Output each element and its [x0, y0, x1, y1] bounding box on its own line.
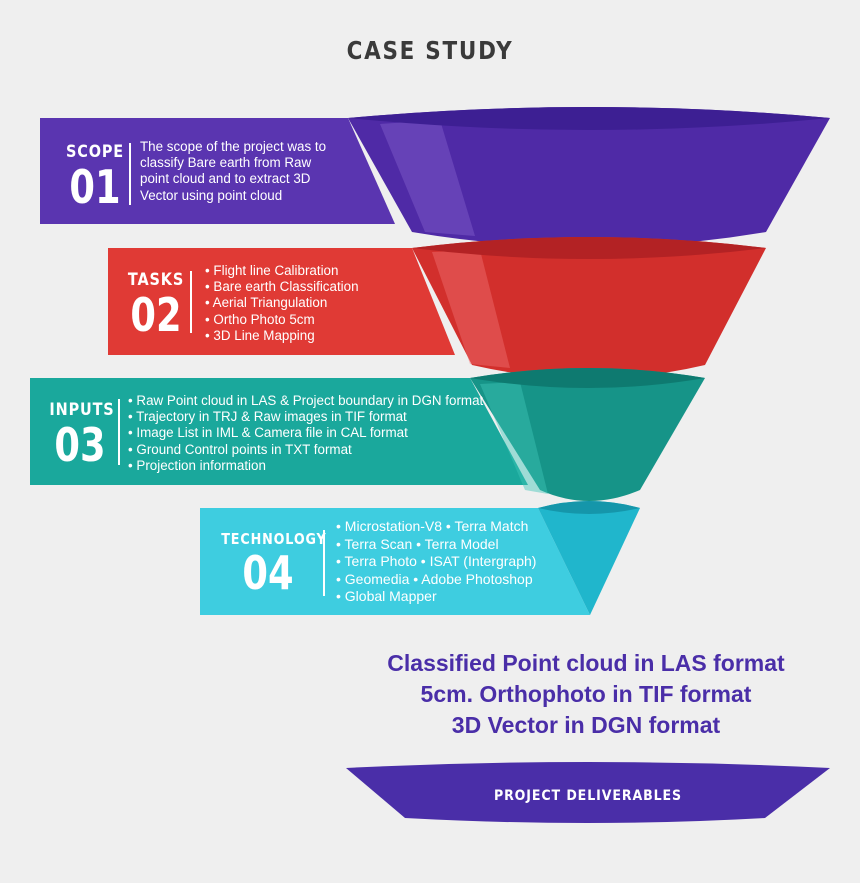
- scope-funnel-segment: [348, 107, 830, 247]
- scope-banner: [40, 118, 395, 224]
- tasks-word: TASKS: [127, 270, 185, 290]
- deliverables-list: Classified Point cloud in LAS format 5cm…: [300, 648, 860, 741]
- tasks-funnel-segment: [412, 237, 766, 379]
- deliverables-base: [346, 762, 830, 823]
- scope-funnel-shade: [380, 120, 475, 236]
- inputs-funnel-rim: [470, 368, 705, 388]
- technology-number: 04: [242, 546, 294, 600]
- deliverable-item: Classified Point cloud in LAS format: [387, 650, 785, 676]
- technology-funnel-segment: [538, 501, 640, 615]
- tasks-divider: [190, 271, 192, 333]
- tasks-text: • Flight line Calibration • Bare earth C…: [205, 263, 359, 343]
- tasks-banner: [108, 248, 455, 355]
- technology-word: TECHNOLOGY: [221, 530, 327, 548]
- scope-divider: [129, 143, 131, 205]
- inputs-number: 03: [54, 418, 106, 472]
- inputs-divider: [118, 399, 120, 465]
- inputs-label: INPUTS 03: [44, 400, 116, 468]
- tasks-funnel-rim: [412, 237, 766, 259]
- deliverables-label: PROJECT DELIVERABLES: [493, 788, 683, 804]
- scope-funnel-rim: [348, 107, 830, 130]
- scope-label: SCOPE 01: [60, 142, 130, 210]
- technology-text: • Microstation-V8 • Terra Match • Terra …: [336, 518, 537, 605]
- technology-divider: [323, 530, 325, 596]
- technology-banner: [200, 508, 590, 615]
- scope-number: 01: [69, 160, 121, 214]
- technology-label: TECHNOLOGY 04: [213, 530, 327, 600]
- tasks-funnel-shade: [432, 250, 510, 368]
- scope-text: The scope of the project was to classify…: [140, 139, 327, 203]
- tasks-number: 02: [130, 288, 182, 342]
- inputs-word: INPUTS: [49, 400, 115, 420]
- deliverable-item: 5cm. Orthophoto in TIF format: [420, 681, 752, 707]
- inputs-banner: [30, 378, 528, 485]
- scope-word: SCOPE: [65, 142, 125, 162]
- inputs-text: • Raw Point cloud in LAS & Project bound…: [128, 393, 484, 473]
- inputs-funnel-segment: [470, 368, 705, 501]
- page-title: CASE STUDY: [346, 36, 514, 65]
- deliverable-item: 3D Vector in DGN format: [451, 712, 721, 738]
- tasks-label: TASKS 02: [121, 270, 191, 338]
- technology-funnel-rim: [538, 501, 640, 514]
- inputs-funnel-shade: [480, 382, 548, 494]
